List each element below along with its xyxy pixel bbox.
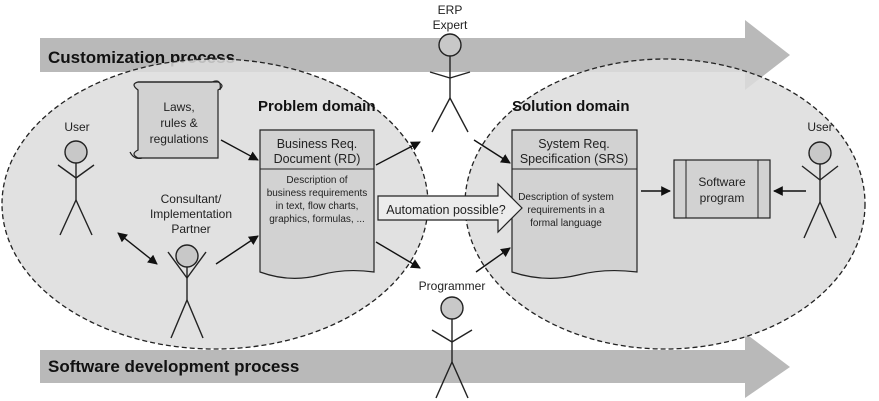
- programmer-figure: [431, 296, 473, 399]
- software-development-process-label: Software development process: [48, 357, 299, 376]
- business-requirements-document: [259, 129, 375, 279]
- software-program-box: [673, 159, 771, 219]
- automation-label: Automation possible?: [386, 203, 506, 217]
- consultant-line1: Consultant/: [161, 192, 222, 206]
- srs-desc-line2: requirements in a: [527, 205, 605, 216]
- laws-line1: Laws,: [163, 100, 194, 114]
- laws-line3: regulations: [150, 132, 209, 146]
- srs-desc-line3: formal language: [530, 218, 602, 229]
- erp-expert-figure: [429, 33, 471, 133]
- srs-desc-line1: Description of system: [518, 192, 614, 203]
- rd-desc-line3: in text, flow charts,: [276, 201, 359, 212]
- arrow-erp-to-srs: [473, 139, 511, 164]
- laws-line2: rules &: [160, 116, 197, 130]
- user-right-figure: [801, 141, 839, 239]
- rd-title-line1: Business Req.: [277, 137, 358, 151]
- rd-desc-line4: graphics, formulas, ...: [269, 214, 365, 225]
- srs-title-line1: System Req.: [538, 137, 610, 151]
- rd-title-line2: Document (RD): [274, 152, 361, 166]
- rd-desc-line1: Description of: [286, 175, 347, 186]
- programmer-label: Programmer: [419, 279, 486, 293]
- problem-domain-title: Problem domain: [258, 98, 376, 115]
- arrow-rd-to-erp: [375, 141, 421, 166]
- srs-title-line2: Specification (SRS): [520, 152, 628, 166]
- consultant-line2: Implementation: [150, 207, 232, 221]
- user-left-label: User: [64, 120, 89, 134]
- solution-domain-title: Solution domain: [512, 98, 630, 115]
- laws-scroll: [129, 80, 223, 159]
- software-development-process-band: Software development process: [40, 333, 790, 398]
- arrow-user-consultant: [117, 232, 158, 265]
- user-left-figure: [57, 140, 95, 236]
- arrow-consultant-to-rd: [215, 235, 259, 265]
- user-right-label: User: [807, 120, 832, 134]
- consultant-line3: Partner: [171, 222, 210, 236]
- automation-arrow: [377, 182, 523, 234]
- connector-arrows: [117, 139, 806, 273]
- arrow-laws-to-rd: [220, 139, 259, 161]
- consultant-figure: [167, 244, 207, 339]
- arrow-programmer-to-srs: [475, 247, 511, 273]
- software-line1: Software: [698, 175, 746, 189]
- erp-expert-line2: Expert: [433, 18, 468, 32]
- erp-expert-line1: ERP: [438, 3, 463, 17]
- rd-desc-line2: business requirements: [267, 188, 368, 199]
- software-line2: program: [700, 191, 745, 205]
- arrow-rd-to-programmer: [375, 241, 421, 269]
- system-requirements-specification: [511, 129, 638, 279]
